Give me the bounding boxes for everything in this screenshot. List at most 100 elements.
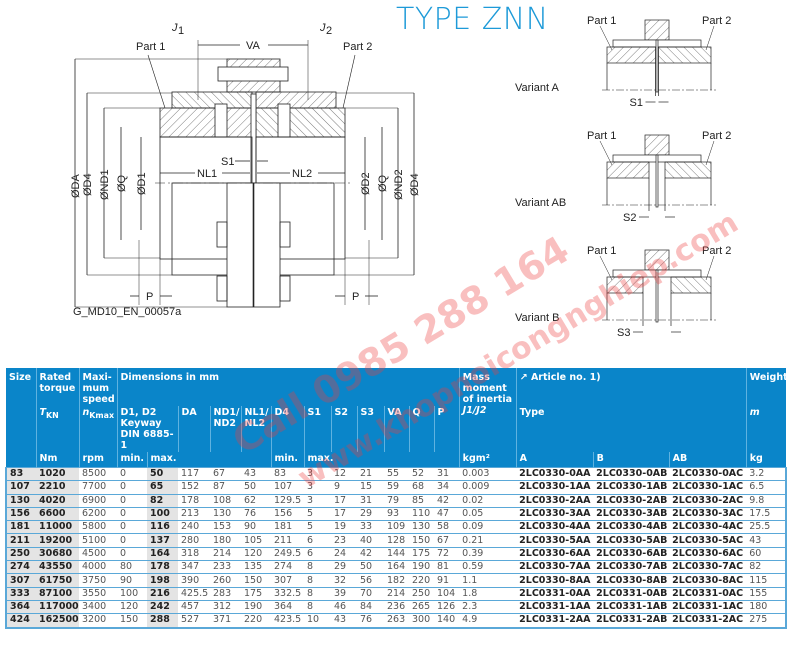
table-cell: 2LC0330-0AA: [516, 466, 594, 481]
table-cell: 220: [409, 573, 434, 588]
table-header: Size Rated torque Maxi-mum speed Dimensi…: [6, 368, 788, 468]
col-q: Q: [408, 406, 434, 452]
col-s2: S2: [330, 406, 357, 452]
mass-moment-label: Mass moment of inertia: [462, 372, 512, 405]
col-da: DA: [177, 406, 210, 452]
svg-text:P: P: [352, 291, 359, 303]
table-cell: 2LC0330-5AA: [516, 533, 594, 548]
table-cell: 79: [384, 493, 409, 508]
table-cell: 423.5: [271, 613, 304, 629]
table-cell: 425.5: [178, 586, 210, 601]
table-cell: 12: [331, 466, 357, 481]
table-cell: 8: [304, 573, 331, 588]
s3-unit: [357, 452, 384, 468]
table-cell: 2LC0331-2AC: [669, 613, 747, 629]
s1-unit: max.: [303, 452, 334, 468]
svg-text:ØQ: ØQ: [116, 174, 128, 192]
table-cell: 6: [304, 546, 331, 561]
part-2-label: Part 2: [343, 41, 372, 53]
table-cell: 300: [409, 613, 434, 629]
table-cell: 6.5: [746, 480, 788, 495]
table-cell: 8500: [79, 466, 117, 481]
table-cell: 283: [210, 586, 241, 601]
table-cell: 25.5: [746, 520, 788, 534]
svg-text:NL1: NL1: [197, 168, 217, 180]
svg-text:ØD4: ØD4: [82, 173, 94, 196]
hub-left: [159, 107, 253, 138]
table-cell: 42: [357, 546, 384, 561]
table-cell: 2LC0331-1AB: [593, 599, 670, 614]
table-cell: 115: [746, 573, 788, 588]
table-cell: 60: [746, 546, 788, 561]
col-dimensions: Dimensions in mm: [116, 368, 460, 406]
table-cell: 333: [5, 586, 36, 601]
table-cell: 5100: [79, 533, 117, 548]
main-section-view: [74, 40, 415, 308]
table-cell: 2LC0330-4AC: [669, 520, 747, 534]
table-cell: 307: [5, 573, 36, 588]
table-cell: 8: [304, 586, 331, 601]
table-cell: 140: [434, 613, 460, 629]
table-cell: 5: [304, 506, 331, 521]
table-cell: 3: [304, 466, 331, 481]
table-cell: 3750: [79, 573, 117, 588]
table-cell: 364: [5, 599, 36, 614]
col-type-a: A: [515, 452, 594, 468]
bolt-head: [279, 275, 291, 302]
table-cell: 2LC0331-1AC: [669, 599, 747, 614]
speed-symbol: n: [82, 407, 90, 418]
table-cell: 2LC0330-7AC: [669, 560, 747, 574]
table-cell: 0: [117, 480, 147, 495]
table-cell: 0: [117, 546, 147, 561]
table-cell: 109: [384, 520, 409, 534]
table-cell: 150: [117, 613, 147, 629]
table-cell: 43: [241, 466, 271, 481]
table-cell: 2LC0331-2AB: [593, 613, 670, 629]
table-cell: 70: [357, 586, 384, 601]
drawing-caption: G_MD10_EN_00057a: [73, 306, 182, 318]
table-cell: 90: [117, 573, 147, 588]
s2-unit: [331, 452, 357, 468]
table-cell: 263: [384, 613, 409, 629]
table-cell: 216: [147, 586, 178, 601]
col-s3: S3: [356, 406, 384, 452]
table-cell: 0: [117, 533, 147, 548]
table-cell: 371: [210, 613, 241, 629]
variant-part-2-label: Part 2: [702, 245, 731, 257]
table-cell: 2LC0330-6AB: [593, 546, 670, 561]
table-cell: 280: [178, 533, 210, 548]
table-cell: 117: [178, 466, 210, 481]
table-cell: 364: [271, 599, 304, 614]
table-cell: 144: [384, 546, 409, 561]
mass-unit: kgm²: [458, 452, 517, 468]
table-cell: 47: [434, 506, 460, 521]
table-cell: 43: [746, 533, 788, 548]
table-cell: 116: [147, 520, 178, 534]
table-cell: 178: [147, 560, 178, 574]
table-cell: 2LC0330-2AA: [516, 493, 594, 508]
table-cell: 104: [434, 586, 460, 601]
table-cell: 332.5: [271, 586, 304, 601]
table-cell: 52: [409, 466, 434, 481]
table-cell: 61750: [36, 573, 79, 588]
table-cell: 2LC0330-3AB: [593, 506, 670, 521]
table-cell: 87100: [36, 586, 79, 601]
table-cell: 137: [147, 533, 178, 548]
table-cell: 130: [5, 493, 36, 508]
col-speed: Maxi-mum speed: [78, 368, 117, 406]
table-cell: 3: [304, 480, 331, 495]
table-cell: 1.1: [459, 573, 517, 588]
table-cell: 214: [210, 546, 241, 561]
table-cell: 91: [434, 573, 460, 588]
table-cell: 56: [357, 573, 384, 588]
table-cell: 164: [147, 546, 178, 561]
table-cell: 275: [746, 613, 788, 629]
table-cell: 2LC0331-0AB: [593, 586, 670, 601]
table-cell: 2LC0330-0AB: [593, 466, 670, 481]
table-cell: 347: [178, 560, 210, 574]
col-max: max.: [146, 452, 178, 468]
